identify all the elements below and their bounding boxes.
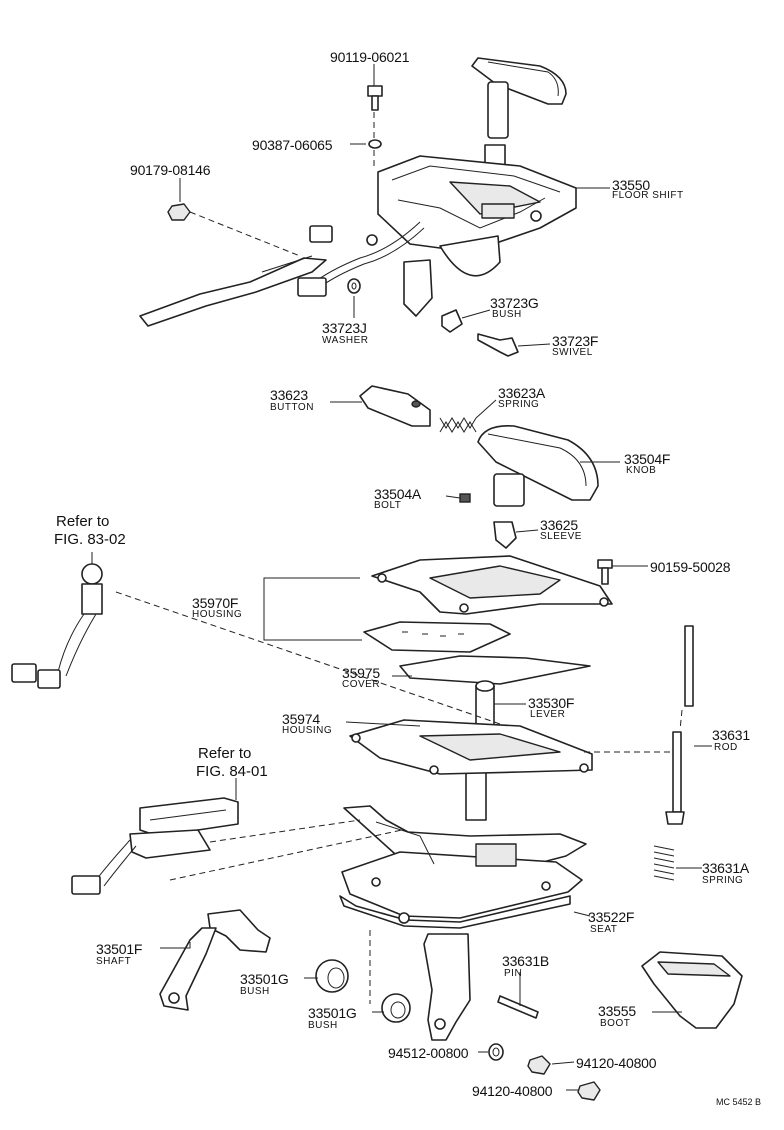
label-90179-08146: 90179-08146 (130, 162, 211, 178)
part-33504a-shape (459, 493, 471, 503)
label-33504f-name: KNOB (626, 465, 657, 476)
part-33501g-shape-1 (315, 959, 349, 993)
label-33501f-name: SHAFT (96, 956, 132, 967)
label-94120-40800-2: 94120-40800 (472, 1083, 553, 1099)
label-33631a-name: SPRING (702, 875, 744, 886)
label-33723f-name: SWIVEL (552, 347, 593, 358)
part-33555-shape (641, 951, 743, 1029)
label-33723g: 33723G (490, 295, 539, 311)
label-33530f-name: LEVER (530, 709, 566, 720)
label-33501g-2-name: BUSH (308, 1020, 338, 1031)
dashed-alignment-lines (115, 112, 683, 1004)
label-33623a: 33623A (498, 385, 546, 401)
label-33625-name: SLEEVE (540, 531, 582, 542)
label-33623a-name: SPRING (498, 399, 540, 410)
label-33631: 33631 (712, 727, 750, 743)
label-90119-06021: 90119-06021 (330, 49, 410, 65)
ref-fig83-line1: Refer to (56, 513, 110, 530)
part-35975-shape (399, 655, 591, 685)
part-33631a-shape (653, 845, 675, 881)
part-33504f-shape (477, 425, 599, 507)
label-33625: 33625 (540, 517, 578, 533)
label-33631-name: ROD (714, 742, 738, 753)
label-33723f: 33723F (552, 333, 599, 349)
label-33723g-name: BUSH (492, 309, 522, 320)
label-35975: 35975 (342, 665, 380, 681)
label-35974-name: HOUSING (282, 725, 333, 736)
label-94120-40800-1: 94120-40800 (576, 1055, 657, 1071)
label-33550: 33550 (612, 177, 650, 193)
part-94120-40800-shape-2 (577, 1081, 601, 1101)
part-33501f-shape (159, 909, 271, 1011)
label-33501g-1: 33501G (240, 971, 289, 987)
part-35974-shape (349, 719, 593, 775)
part-33501g-shape-2 (381, 993, 411, 1023)
label-33501g-2: 33501G (308, 1005, 357, 1021)
label-33501f: 33501F (96, 941, 143, 957)
label-94512-00800: 94512-00800 (388, 1045, 469, 1061)
label-33555: 33555 (598, 1003, 636, 1019)
label-35975-name: COVER (342, 679, 381, 690)
diagram-code: MC 5452 B (716, 1097, 762, 1107)
label-33623-name: BUTTON (270, 402, 314, 413)
label-33550-name: FLOOR SHIFT (612, 190, 684, 201)
pin-lever-arm-shape (423, 933, 471, 1041)
label-33723j-name: WASHER (322, 335, 369, 346)
label-33530f: 33530F (528, 695, 575, 711)
part-90179-08146-shape (167, 203, 191, 221)
part-33723f-shape (477, 333, 519, 357)
label-33504a-name: BOLT (374, 500, 402, 511)
label-33501g-1-name: BUSH (240, 986, 270, 997)
label-33504a: 33504A (374, 486, 422, 502)
part-33625-shape (493, 521, 517, 549)
ref-fig83-line2: FIG. 83-02 (54, 531, 126, 548)
part-94512-00800-shape (488, 1043, 504, 1061)
label-35970f-name: HOUSING (192, 609, 243, 620)
fig-84-01-switch-shape (71, 797, 239, 895)
part-33723g-shape (441, 309, 463, 333)
label-33631a: 33631A (702, 860, 750, 876)
label-33522f: 33522F (588, 909, 635, 925)
part-94120-40800-shape-1 (527, 1055, 551, 1075)
fig-83-02-switch-shape (11, 563, 103, 689)
part-33623a-shape (439, 417, 477, 433)
part-90119-06021-shape (367, 85, 383, 111)
label-35974: 35974 (282, 711, 320, 727)
part-33623-shape (359, 385, 431, 427)
floor-shift-assembly (139, 57, 577, 327)
label-33555-name: BOOT (600, 1018, 631, 1029)
label-35970f: 35970F (192, 595, 239, 611)
label-33522f-name: SEAT (590, 924, 618, 935)
label-33631b-name: PIN (504, 968, 523, 979)
label-33631b: 33631B (502, 953, 550, 969)
part-90159-50028-shape (597, 559, 613, 585)
part-33631b-shape (497, 995, 539, 1019)
label-33504f: 33504F (624, 451, 671, 467)
label-33723j: 33723J (322, 320, 367, 336)
ref-fig84-line2: FIG. 84-01 (196, 763, 268, 780)
ref-fig84-line1: Refer to (198, 745, 252, 762)
part-90387-06065-shape (368, 139, 382, 149)
part-33631-shape (665, 625, 694, 825)
part-33522f-shape (339, 805, 587, 929)
leader-lines (91, 64, 712, 1091)
label-33623: 33623 (270, 387, 308, 403)
label-90159-50028: 90159-50028 (650, 559, 731, 575)
part-33723j-shape (347, 278, 361, 294)
label-90387-06065: 90387-06065 (252, 137, 333, 153)
part-35970f-shape (363, 555, 613, 653)
